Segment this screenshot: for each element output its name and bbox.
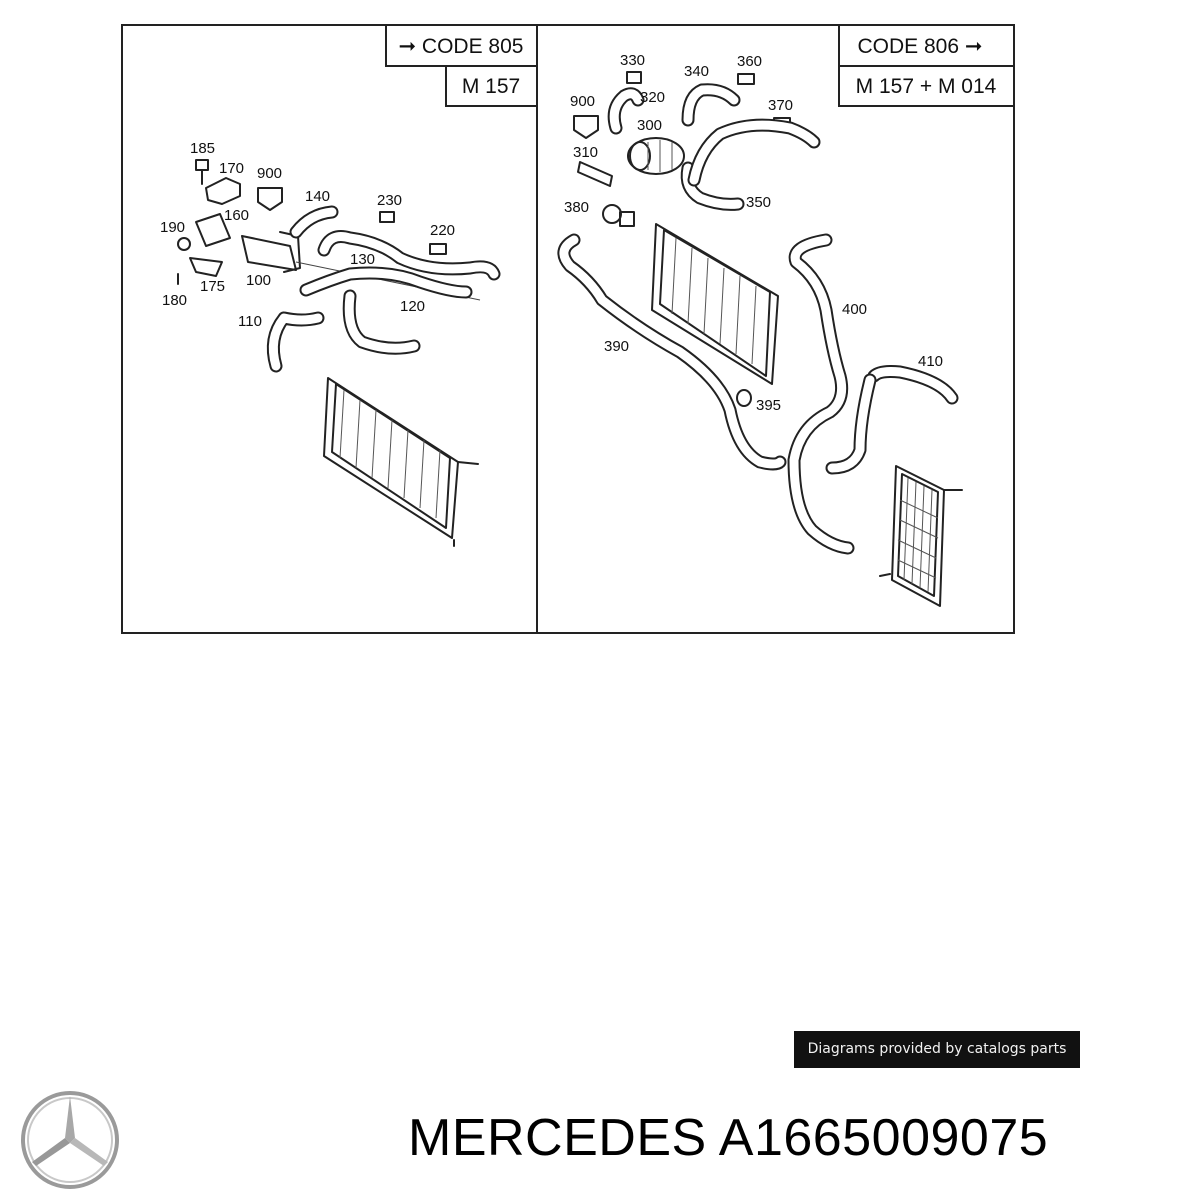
callout-340: 340 bbox=[684, 63, 709, 80]
callout-900-left: 900 bbox=[257, 165, 282, 182]
mercedes-star-logo bbox=[21, 1091, 119, 1189]
callout-390: 390 bbox=[604, 338, 629, 355]
right-callouts: 330 360 340 900 320 370 300 310 350 380 … bbox=[564, 52, 943, 414]
callout-175: 175 bbox=[200, 278, 225, 295]
callout-900-right: 900 bbox=[570, 93, 595, 110]
callout-360: 360 bbox=[737, 53, 762, 70]
callout-410: 410 bbox=[918, 353, 943, 370]
callout-350: 350 bbox=[746, 194, 771, 211]
bracket-190-drawing bbox=[177, 237, 223, 285]
callout-130: 130 bbox=[350, 251, 375, 268]
radiator-left-drawing bbox=[323, 377, 479, 547]
callout-330: 330 bbox=[620, 52, 645, 69]
left-callouts: 185 170 900 160 140 230 220 190 130 100 … bbox=[160, 140, 455, 330]
callout-110: 110 bbox=[238, 313, 262, 330]
insulator-160-drawing bbox=[195, 213, 231, 247]
callout-100: 100 bbox=[246, 272, 271, 289]
radiator-right-drawing bbox=[651, 223, 779, 385]
left-engine-label: M 157 bbox=[462, 75, 520, 98]
clip-230-drawing bbox=[379, 211, 395, 223]
clip-360-drawing bbox=[737, 73, 755, 85]
callout-160: 160 bbox=[224, 207, 249, 224]
callout-400: 400 bbox=[842, 301, 867, 318]
right-code-label: CODE 806 ➞ bbox=[858, 35, 983, 58]
left-panel-parts bbox=[177, 159, 501, 547]
callout-300: 300 bbox=[637, 117, 662, 134]
right-code-box: CODE 806 ➞ M 157 + M 014 bbox=[838, 24, 1015, 107]
aux-radiator-drawing bbox=[879, 465, 963, 607]
fitting-380-drawing bbox=[602, 204, 635, 227]
callout-220: 220 bbox=[430, 222, 455, 239]
callout-120: 120 bbox=[400, 298, 425, 315]
pump-300-drawing bbox=[627, 137, 685, 175]
callout-310: 310 bbox=[573, 144, 598, 161]
callout-185: 185 bbox=[190, 140, 215, 157]
callout-395: 395 bbox=[756, 397, 781, 414]
bolt-185-drawing bbox=[195, 159, 209, 185]
callout-320: 320 bbox=[640, 89, 665, 106]
callout-230: 230 bbox=[377, 192, 402, 209]
sleeve-170-drawing bbox=[205, 177, 241, 205]
credit-banner: Diagrams provided by catalogs parts bbox=[794, 1031, 1080, 1068]
callout-170: 170 bbox=[219, 160, 244, 177]
clip-330-drawing bbox=[626, 71, 642, 84]
callout-370: 370 bbox=[768, 97, 793, 114]
symbol-900-right-drawing bbox=[573, 115, 599, 139]
bracket-310-drawing bbox=[577, 161, 613, 187]
grommet-395-drawing bbox=[736, 389, 752, 407]
left-code-label: ➞ CODE 805 bbox=[399, 35, 524, 58]
right-engine-label: M 157 + M 014 bbox=[856, 75, 997, 98]
callout-140: 140 bbox=[305, 188, 330, 205]
clip-220-drawing bbox=[429, 243, 447, 255]
product-title: MERCEDES A1665009075 bbox=[408, 1109, 1049, 1167]
left-code-box: ➞ CODE 805 M 157 bbox=[385, 24, 538, 107]
symbol-900-drawing bbox=[257, 187, 283, 211]
callout-380: 380 bbox=[564, 199, 589, 216]
right-panel-parts bbox=[557, 71, 963, 607]
callout-190: 190 bbox=[160, 219, 185, 236]
callout-180: 180 bbox=[162, 292, 187, 309]
